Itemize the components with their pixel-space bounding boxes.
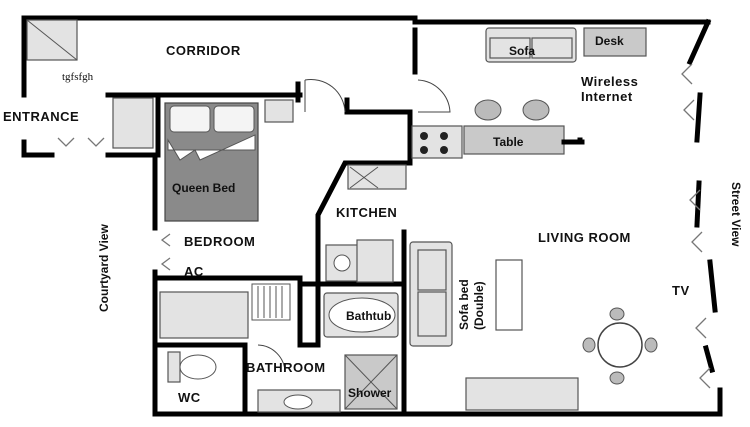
- label-table: Table: [493, 135, 524, 149]
- sofa-bed: [409, 241, 453, 347]
- desk: [583, 27, 647, 57]
- sofa: [485, 27, 577, 63]
- label-kitchen: KITCHEN: [336, 205, 397, 220]
- coffee-table: [495, 259, 523, 331]
- windows: [57, 63, 711, 389]
- label-ac: AC: [184, 264, 204, 279]
- label-wc: WC: [178, 390, 201, 405]
- label-sofa: Sofa: [509, 44, 535, 58]
- dining-table: [582, 307, 658, 385]
- queen-bed: [164, 102, 259, 222]
- tv-stand: [465, 377, 579, 411]
- wardrobe: [112, 97, 154, 149]
- label-bathroom: BATHROOM: [246, 360, 326, 375]
- kitchen-units: [325, 125, 463, 283]
- closet-diagonal: [26, 19, 78, 61]
- table-with-stools: [463, 99, 585, 155]
- sink-basin: [283, 394, 313, 410]
- label-courtyard-view: Courtyard View: [97, 224, 111, 312]
- label-shower: Shower: [348, 386, 392, 400]
- label-entrance: ENTRANCE: [3, 109, 79, 124]
- ac-unit: [159, 291, 249, 339]
- label-bedroom: BEDROOM: [184, 234, 255, 249]
- bathtub-inner: [328, 297, 396, 333]
- outer-walls: [21, 15, 723, 417]
- door-swings: [257, 78, 451, 373]
- label-desk: Desk: [595, 34, 624, 48]
- radiator-lines: [257, 286, 283, 318]
- label-scribble: tgfsfgh: [62, 71, 94, 83]
- label-street-view: Street View: [729, 182, 743, 247]
- label-bathtub: Bathtub: [346, 309, 391, 323]
- label-queen-bed: Queen Bed: [172, 181, 235, 195]
- label-tv: TV: [672, 283, 690, 298]
- shower-diag-2: [344, 354, 398, 410]
- toilet: [167, 351, 217, 383]
- label-sofa-bed: Sofa bed: [457, 279, 471, 330]
- bedside-cabinet: [264, 99, 294, 123]
- label-corridor: CORRIDOR: [166, 43, 241, 58]
- label-internet: Internet: [581, 89, 633, 104]
- label-sofa-bed-double: (Double): [472, 281, 486, 330]
- interior-walls: [155, 27, 583, 417]
- label-wireless: Wireless: [581, 74, 638, 89]
- label-living-room: LIVING ROOM: [538, 230, 631, 245]
